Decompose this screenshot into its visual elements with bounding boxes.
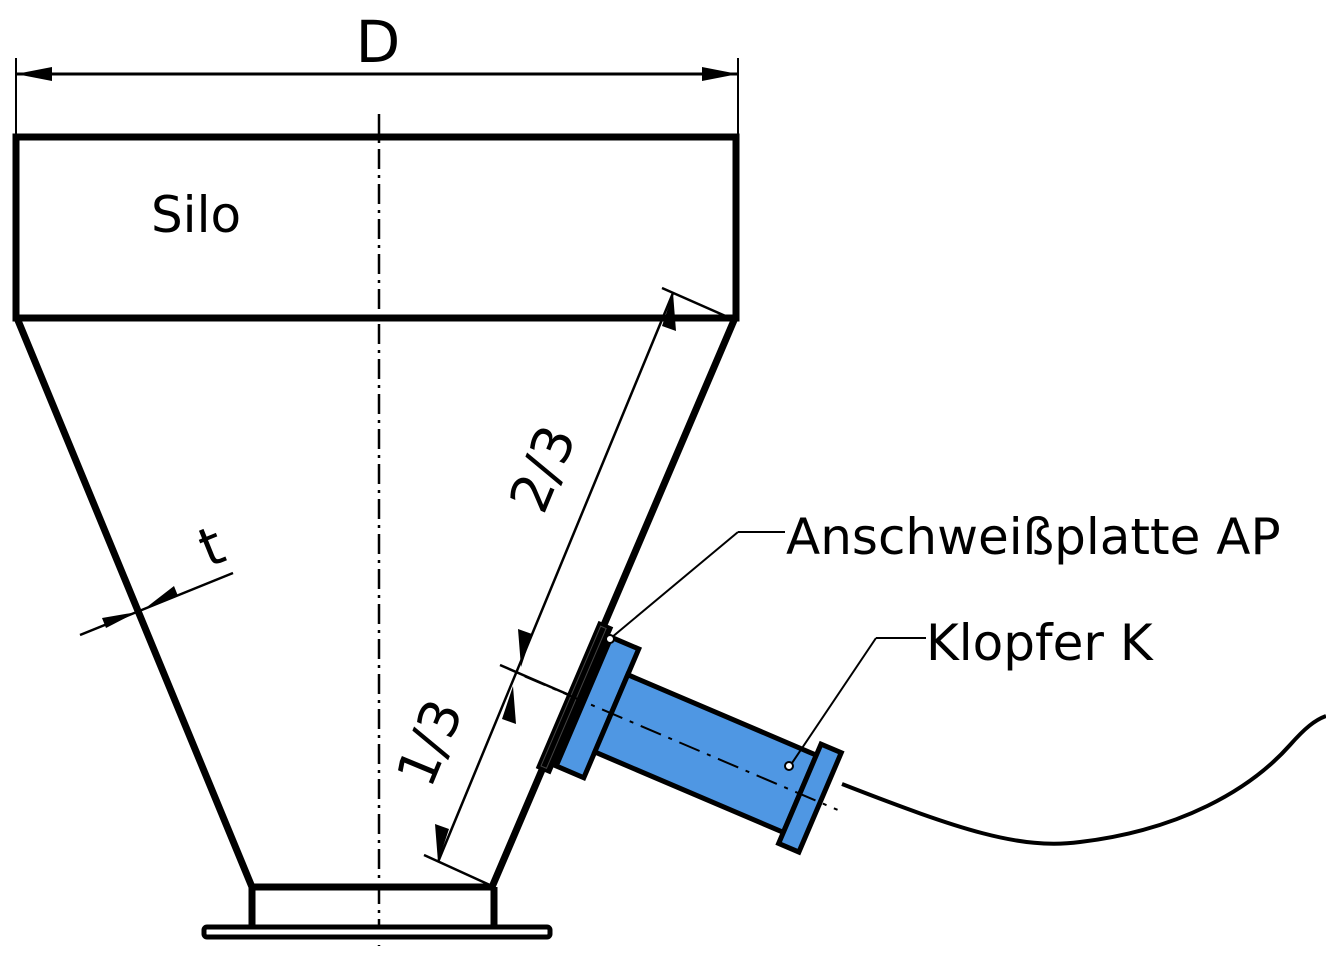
wall-length-dimension: 2/3 1/3 — [384, 286, 731, 888]
diameter-label: D — [356, 8, 401, 76]
weld-plate-callout: Anschweißplatte AP — [605, 508, 1281, 644]
arrowhead-icon — [502, 686, 516, 724]
upper-fraction-label: 2/3 — [497, 417, 588, 521]
knocker-assembly — [524, 620, 845, 856]
diameter-dimension: D — [15, 8, 739, 136]
arrowhead-icon — [102, 612, 137, 628]
silo-label: Silo — [151, 186, 241, 244]
arrowhead-icon — [143, 586, 178, 610]
hopper-cone — [13, 316, 739, 891]
outlet-flange — [201, 887, 553, 940]
knocker-body — [591, 671, 820, 836]
arrowhead-icon — [435, 824, 449, 862]
knocker-callout: Klopfer K — [784, 614, 1154, 771]
arrowhead-right-icon — [702, 67, 738, 81]
weld-plate-label: Anschweißplatte AP — [786, 508, 1281, 566]
knocker-cable — [841, 714, 1326, 846]
arrowhead-left-icon — [16, 67, 52, 81]
thickness-label: t — [190, 513, 233, 579]
lower-fraction-label: 1/3 — [384, 691, 475, 795]
knocker-axis — [524, 675, 838, 811]
silo-cylinder: Silo — [12, 133, 740, 322]
knocker-label: Klopfer K — [926, 614, 1154, 672]
arrowhead-icon — [518, 629, 532, 667]
arrowhead-icon — [662, 293, 676, 331]
